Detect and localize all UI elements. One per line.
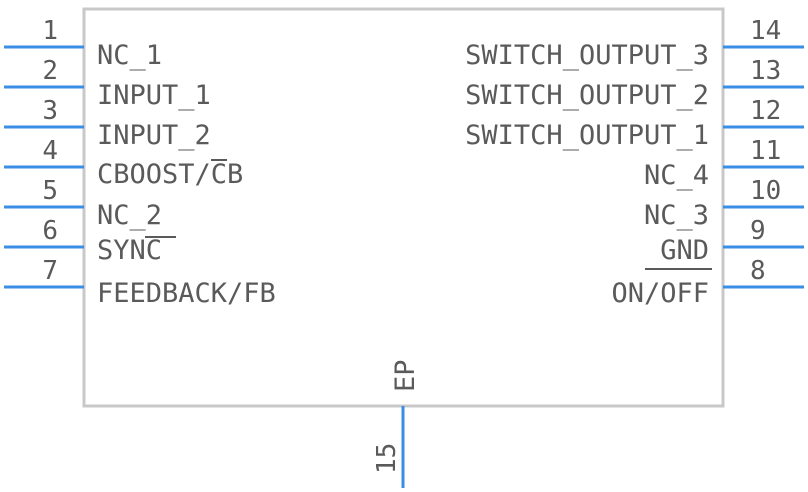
pin-label: EP <box>390 359 421 392</box>
pin-number: 5 <box>42 176 58 206</box>
pin-number: 2 <box>42 56 58 86</box>
left-pins: 1 NC_1 2 INPUT_1 3 INPUT_2 4 CBOOST/CB 5… <box>4 16 276 309</box>
pin-label: SWITCH_OUTPUT_3 <box>465 40 709 71</box>
pin-8: 8 ON/OFF <box>611 256 804 309</box>
pin-label: NC_1 <box>97 40 162 71</box>
pin-number: 7 <box>42 256 58 286</box>
pin-15: EP 15 <box>372 359 421 488</box>
pin-11: 11 NC_4 <box>644 136 804 191</box>
pin-12: 12 SWITCH_OUTPUT_1 <box>465 96 804 151</box>
pin-label: NC_3 <box>644 200 709 231</box>
pin-number: 15 <box>372 443 402 474</box>
pin-label: INPUT_1 <box>97 80 211 111</box>
pin-2: 2 INPUT_1 <box>4 56 211 111</box>
pin-10: 10 NC_3 <box>644 176 804 231</box>
pin-14: 14 SWITCH_OUTPUT_3 <box>465 16 804 71</box>
pin-7: 7 FEEDBACK/FB <box>4 256 276 309</box>
pin-number: 11 <box>750 136 781 166</box>
pin-label: CBOOST/CB <box>97 159 243 190</box>
pin-number: 4 <box>42 136 58 166</box>
pin-label: NC_2 <box>97 200 162 231</box>
pin-label: NC_4 <box>644 160 709 191</box>
pin-label: INPUT_2 <box>97 120 211 151</box>
pin-label: ON/OFF <box>611 278 709 309</box>
pin-label: FEEDBACK/FB <box>97 278 276 309</box>
pin-number: 9 <box>750 216 766 246</box>
pin-label: SWITCH_OUTPUT_2 <box>465 80 709 111</box>
pin-3: 3 INPUT_2 <box>4 96 211 151</box>
pin-number: 8 <box>750 256 766 286</box>
pin-number: 14 <box>750 16 781 46</box>
pin-label: SWITCH_OUTPUT_1 <box>465 120 709 151</box>
component-body <box>82 7 725 408</box>
pin-number: 6 <box>42 216 58 246</box>
pin-number: 12 <box>750 96 781 126</box>
pin-number: 10 <box>750 176 781 206</box>
pin-6: 6 SYNC <box>4 216 176 266</box>
pin-number: 3 <box>42 96 58 126</box>
pin-label: SYNC <box>97 235 162 266</box>
pin-5: 5 NC_2 <box>4 176 162 231</box>
right-pins: 14 SWITCH_OUTPUT_3 13 SWITCH_OUTPUT_2 12… <box>465 16 804 309</box>
pin-number: 13 <box>750 56 781 86</box>
pin-4: 4 CBOOST/CB <box>4 136 243 190</box>
pin-9: 9 GND <box>645 216 804 270</box>
pin-13: 13 SWITCH_OUTPUT_2 <box>465 56 804 111</box>
pin-1: 1 NC_1 <box>4 16 162 71</box>
pin-number: 1 <box>42 16 58 46</box>
pin-label: GND <box>660 235 709 266</box>
